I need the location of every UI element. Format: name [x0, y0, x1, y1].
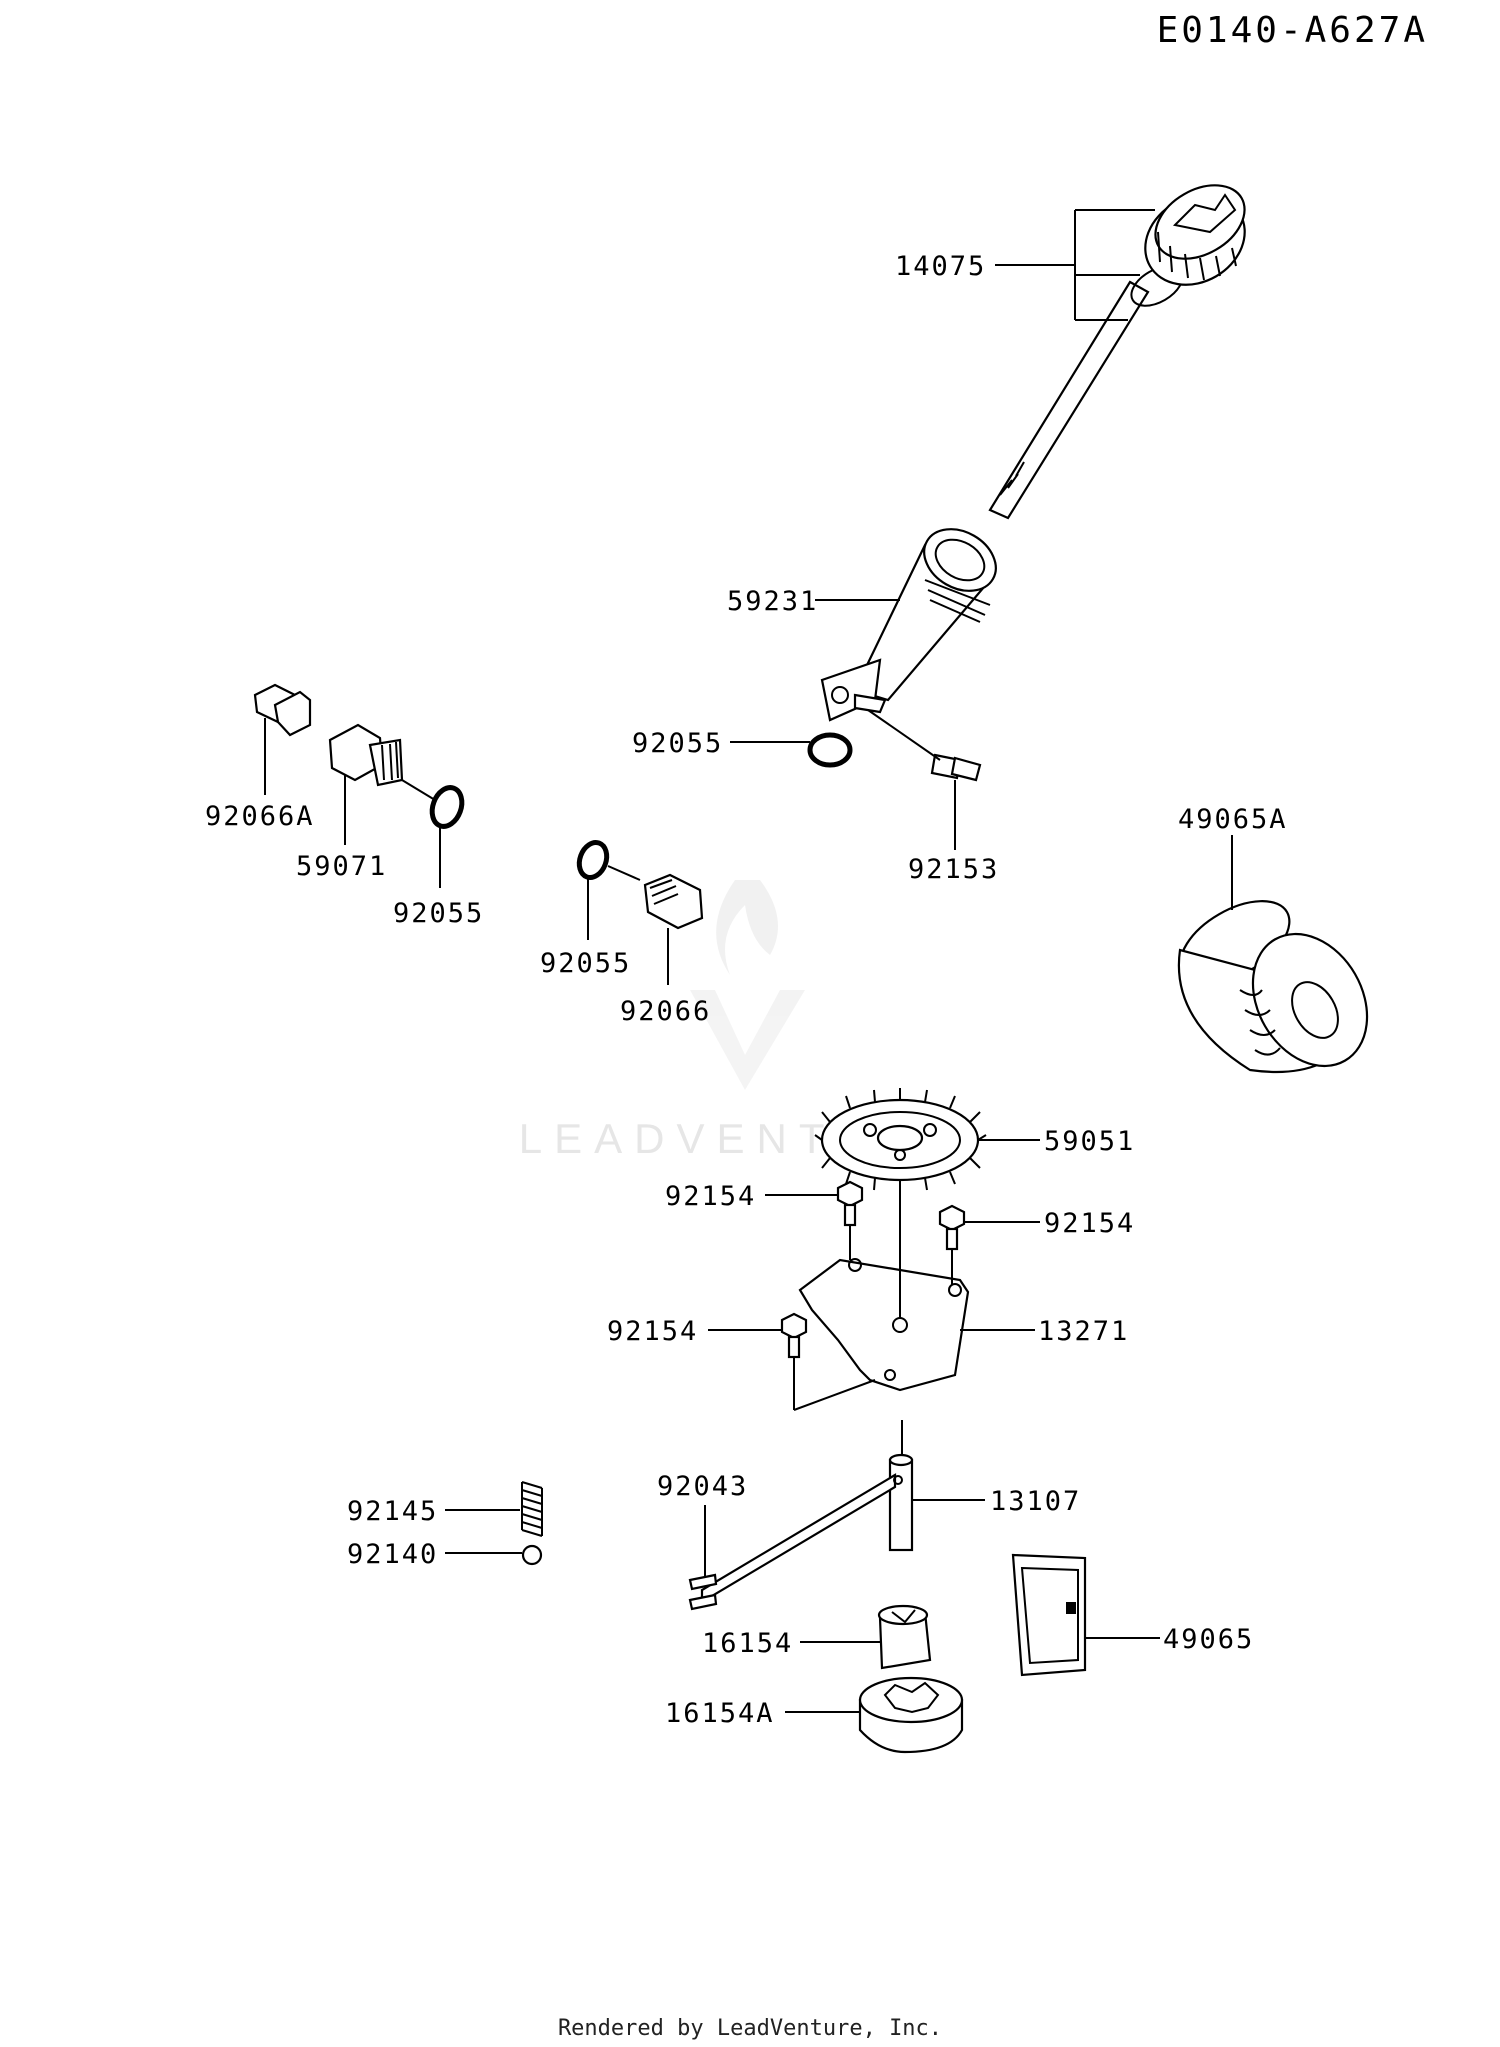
part-92154-bolt-c[interactable] [780, 1312, 808, 1359]
label-13271[interactable]: 13271 [1038, 1316, 1129, 1347]
diagram-code: E0140-A627A [1157, 10, 1428, 51]
label-92140[interactable]: 92140 [347, 1539, 438, 1570]
label-92154-b[interactable]: 92154 [1044, 1208, 1135, 1239]
label-92153[interactable]: 92153 [908, 854, 999, 885]
leader-13107 [901, 1420, 985, 1501]
part-92153-bolt[interactable] [930, 753, 982, 782]
label-59071[interactable]: 59071 [296, 851, 387, 882]
part-92055-oring-c[interactable] [575, 839, 612, 882]
part-92154-bolt-a[interactable] [836, 1180, 864, 1227]
leader-59071 [344, 775, 436, 845]
part-92066A-plug[interactable] [253, 683, 312, 737]
part-92055-oring-b[interactable] [427, 783, 467, 830]
label-13107[interactable]: 13107 [990, 1486, 1081, 1517]
part-92055-oring-a[interactable] [807, 732, 853, 768]
label-16154[interactable]: 16154 [702, 1628, 793, 1659]
part-59051-gear[interactable] [814, 1088, 987, 1192]
part-59071-fitting[interactable] [328, 723, 404, 787]
label-92066A[interactable]: 92066A [205, 801, 315, 832]
label-92154-a[interactable]: 92154 [665, 1181, 756, 1212]
leader-92153 [867, 709, 956, 850]
label-16154A[interactable]: 16154A [665, 1698, 775, 1729]
part-92154-bolt-b[interactable] [938, 1204, 966, 1251]
label-49065A[interactable]: 49065A [1178, 804, 1288, 835]
label-92055-a[interactable]: 92055 [632, 728, 723, 759]
label-92055-b[interactable]: 92055 [393, 898, 484, 929]
label-49065[interactable]: 49065 [1163, 1624, 1254, 1655]
part-59231-filler-tube[interactable] [820, 517, 1007, 722]
label-92055-c[interactable]: 92055 [540, 948, 631, 979]
watermark-logo-icon [690, 880, 805, 1090]
label-59231[interactable]: 59231 [727, 586, 818, 617]
label-92066[interactable]: 92066 [620, 996, 711, 1027]
label-92043[interactable]: 92043 [657, 1471, 748, 1502]
label-59051[interactable]: 59051 [1044, 1126, 1135, 1157]
part-92140-ball[interactable] [521, 1544, 543, 1566]
leader-92055-c [587, 865, 641, 940]
part-92066-plug[interactable] [643, 873, 704, 930]
part-49065-screen[interactable] [1011, 1553, 1087, 1677]
part-14075-dipstick[interactable] [988, 170, 1261, 520]
leader-13271 [793, 1185, 1035, 1411]
footer-credit: Rendered by LeadVenture, Inc. [558, 2016, 942, 2041]
part-92043-pins[interactable] [688, 1573, 718, 1611]
leader-14075 [995, 209, 1155, 321]
part-92145-spring[interactable] [521, 1481, 543, 1537]
part-16154A-outer-rotor[interactable] [858, 1676, 964, 1754]
label-14075[interactable]: 14075 [895, 251, 986, 282]
part-16154-inner-rotor[interactable] [877, 1604, 932, 1670]
part-49065A-oil-filter[interactable] [1167, 884, 1390, 1086]
label-92145[interactable]: 92145 [347, 1496, 438, 1527]
part-13271-plate[interactable] [798, 1258, 970, 1392]
label-92154-c[interactable]: 92154 [607, 1316, 698, 1347]
